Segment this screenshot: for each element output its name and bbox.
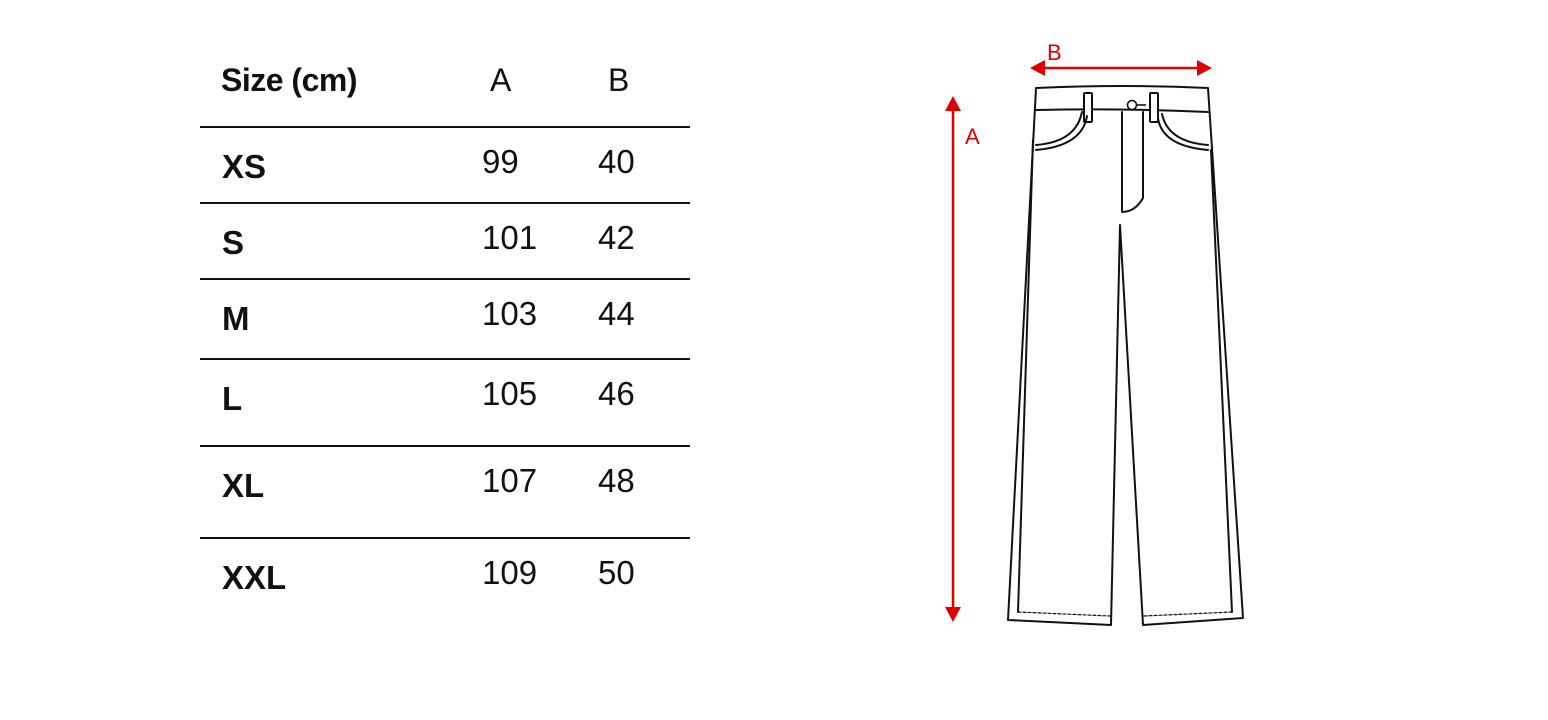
length-a-cell: 109: [482, 554, 538, 591]
table-row: XXL 109 50: [200, 539, 690, 629]
table-row: S 101 42: [200, 204, 690, 280]
length-a-cell: 107: [482, 462, 538, 499]
table-row: XS 99 40: [200, 128, 690, 204]
waist-measure-arrow: [1030, 60, 1212, 76]
waist-b-cell: 50: [598, 554, 635, 591]
length-measure-arrow: [945, 96, 961, 622]
size-chart-table: Size (cm) A B XS 99 40 S 101 42 M 103 44…: [200, 40, 690, 629]
length-a-cell: 103: [482, 295, 538, 332]
size-cell: XL: [222, 467, 265, 504]
waist-b-cell: 42: [598, 219, 635, 256]
header-a: A: [490, 62, 511, 98]
length-a-cell: 105: [482, 375, 538, 412]
waist-b-cell: 44: [598, 295, 635, 332]
pants-outline: [1007, 85, 1244, 626]
length-label: A: [965, 124, 980, 149]
size-cell: XS: [222, 148, 267, 185]
header-size: Size (cm): [221, 62, 357, 98]
waist-b-cell: 46: [598, 375, 635, 412]
size-cell: M: [222, 300, 250, 337]
header-b: B: [608, 62, 629, 98]
waist-b-cell: 48: [598, 462, 635, 499]
size-cell: XXL: [222, 559, 287, 596]
size-cell: L: [222, 380, 243, 417]
button-icon: [1126, 99, 1138, 111]
size-cell: S: [222, 224, 245, 261]
waist-label: B: [1047, 40, 1062, 65]
length-a-cell: 99: [482, 143, 519, 180]
table-row: M 103 44: [200, 280, 690, 360]
table-row: L 105 46: [200, 360, 690, 447]
table-header-row: Size (cm) A B: [200, 40, 690, 128]
table-row: XL 107 48: [200, 447, 690, 539]
length-a-cell: 101: [482, 219, 538, 256]
waist-b-cell: 40: [598, 143, 635, 180]
